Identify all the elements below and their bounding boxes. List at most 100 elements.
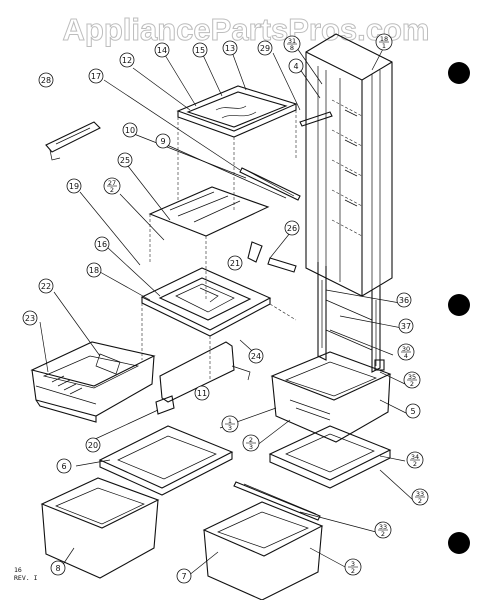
callout-bubble: [94, 236, 110, 252]
callout-2: 23: [242, 434, 260, 452]
callout-number: 5: [410, 407, 415, 416]
callout-4: 4: [288, 58, 304, 74]
drawer-pan-7: [202, 501, 324, 600]
trim-piece-20: [155, 395, 175, 415]
callout-bubble: [398, 318, 414, 334]
callout-30: 304: [397, 343, 415, 361]
callout-bubble: [227, 255, 243, 271]
callout-22: 22: [38, 278, 54, 294]
callout-bubble: [288, 58, 304, 74]
callout-number: 36: [399, 296, 409, 305]
callout-number: 15: [195, 46, 205, 55]
callout-number: 10: [125, 126, 135, 135]
callout-12: 12: [119, 52, 135, 68]
callout-bubble: [257, 40, 273, 56]
callout-19: 19: [66, 178, 82, 194]
footer-revision: REV. I: [14, 574, 38, 582]
callout-bubble: [284, 220, 300, 236]
drawer-rail-33: [233, 481, 321, 521]
callout-quantity: 2: [351, 567, 355, 575]
crisper-cover-frame: [140, 241, 297, 380]
callout-20: 20: [85, 437, 101, 453]
callout-number: 25: [120, 156, 130, 165]
callout-number: 2: [249, 436, 253, 444]
callout-18: 18: [86, 262, 102, 278]
callout-quantity: 1: [382, 42, 386, 50]
callout-number: 33: [379, 523, 387, 531]
callout-quantity: 3: [228, 424, 232, 432]
callout-7: 7: [176, 568, 192, 584]
glass-shelf-6: [98, 425, 234, 496]
callout-bubble: [88, 68, 104, 84]
callout-33b: 332: [374, 521, 392, 539]
callout-10: 10: [122, 122, 138, 138]
callout-bubble: [154, 42, 170, 58]
callout-quantity: 3: [249, 443, 253, 451]
callout-number: 4: [293, 62, 298, 71]
callout-bubble: [396, 292, 412, 308]
binder-hole-bottom: [448, 532, 470, 554]
top-shelf-assembly: [176, 85, 298, 210]
callout-21: 21: [227, 255, 243, 271]
callout-number: 9: [160, 137, 165, 146]
callout-bubble: [122, 122, 138, 138]
callout-number: 14: [157, 46, 167, 55]
glass-shelf-25: [148, 186, 270, 300]
callout-number: 35: [408, 373, 416, 381]
callout-29: 29: [257, 40, 273, 56]
callout-number: 20: [88, 441, 98, 450]
callout-number: 29: [260, 44, 270, 53]
callout-bubble: [50, 560, 66, 576]
callout-bubble: [248, 348, 264, 364]
callout-number: 31: [288, 37, 296, 45]
callout-number: 30: [402, 345, 410, 353]
callout-bubble: [119, 52, 135, 68]
shelf-frame-34: [268, 425, 392, 489]
callout-36: 36: [396, 292, 412, 308]
footer-page-number: 16: [14, 566, 22, 574]
callout-quantity: 2: [381, 530, 385, 538]
callout-1: 13: [221, 415, 239, 433]
trim-part-28: [45, 121, 101, 153]
callout-quantity: 8: [290, 44, 294, 52]
callout-number: 33: [416, 490, 424, 498]
callout-quantity: 2: [410, 380, 414, 388]
callout-bubble: [38, 278, 54, 294]
callout-23: 23: [22, 310, 38, 326]
shelf-ladder-assembly: [305, 33, 393, 373]
callout-number: 18: [89, 266, 99, 275]
callout-bubble: [22, 310, 38, 326]
callout-number: 22: [41, 282, 51, 291]
callout-26: 26: [284, 220, 300, 236]
callout-number: 6: [61, 462, 66, 471]
callout-25: 25: [117, 152, 133, 168]
callout-bubble: [85, 437, 101, 453]
callout-37: 37: [398, 318, 414, 334]
callout-5: 5: [405, 403, 421, 419]
callout-bubble: [155, 133, 171, 149]
callout-bubble: [86, 262, 102, 278]
callout-33a: 332: [411, 488, 429, 506]
callout-number: 12: [122, 56, 132, 65]
watermark-text: AppliancePartsPros.com: [63, 12, 430, 47]
callout-27: 272: [103, 177, 121, 195]
callout-number: 11: [197, 389, 207, 398]
callout-quantity: 2: [413, 460, 417, 468]
callout-number: 16: [97, 240, 107, 249]
meat-keeper-drawer: [30, 341, 156, 423]
callout-bubble: [56, 458, 72, 474]
callout-24: 24: [248, 348, 264, 364]
shelf-rail-17: [239, 167, 301, 201]
callout-number: 7: [181, 572, 186, 581]
drawer-pan-8: [40, 477, 160, 579]
callout-9: 9: [155, 133, 171, 149]
callout-6: 6: [56, 458, 72, 474]
callout-14: 14: [154, 42, 170, 58]
callout-number: 34: [411, 453, 419, 461]
crisper-drawer-5: [270, 351, 392, 443]
callout-number: 8: [55, 564, 60, 573]
callout-leaders: [39, 46, 414, 577]
